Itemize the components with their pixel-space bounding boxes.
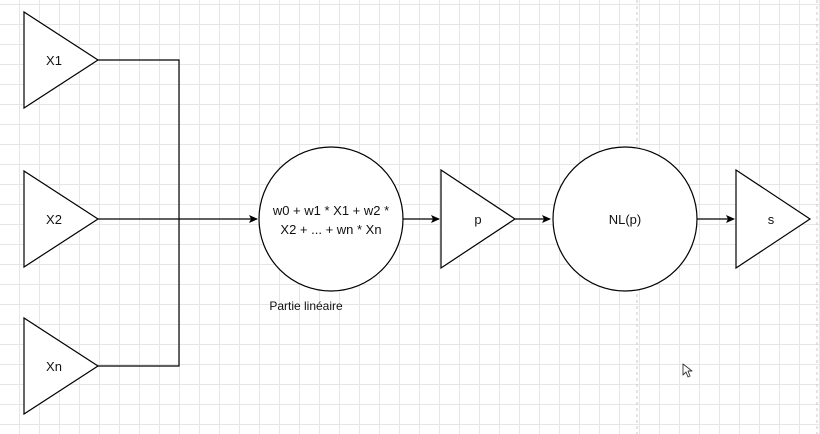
linear-sum-line-1: w0 + w1 * X1 + w2 * — [272, 203, 389, 218]
output-s-label: s — [768, 212, 775, 227]
output-s-node[interactable]: s — [735, 168, 812, 270]
edge-xn-to-sum[interactable] — [98, 219, 180, 367]
nonlinear-label: NL(p) — [609, 212, 642, 227]
nonlinear-node[interactable]: NL(p) — [552, 146, 698, 292]
linear-sum-line-2: X2 + ... + wn * Xn — [280, 222, 381, 237]
p-node[interactable]: p — [440, 168, 517, 270]
input-x2-label: X2 — [46, 212, 62, 227]
linear-sum-node[interactable]: w0 + w1 * X1 + w2 * X2 + ... + wn * Xn — [258, 146, 404, 292]
p-label: p — [474, 212, 481, 227]
input-x1-node[interactable]: X1 — [23, 10, 100, 110]
input-x2-node[interactable]: X2 — [23, 169, 100, 269]
edge-x1-to-sum[interactable] — [98, 59, 180, 219]
input-xn-node[interactable]: Xn — [23, 316, 100, 416]
linear-part-caption: Partie linéaire — [269, 299, 343, 313]
input-x1-label: X1 — [46, 53, 62, 68]
input-xn-label: Xn — [46, 359, 62, 374]
mouse-cursor-icon — [682, 363, 693, 378]
